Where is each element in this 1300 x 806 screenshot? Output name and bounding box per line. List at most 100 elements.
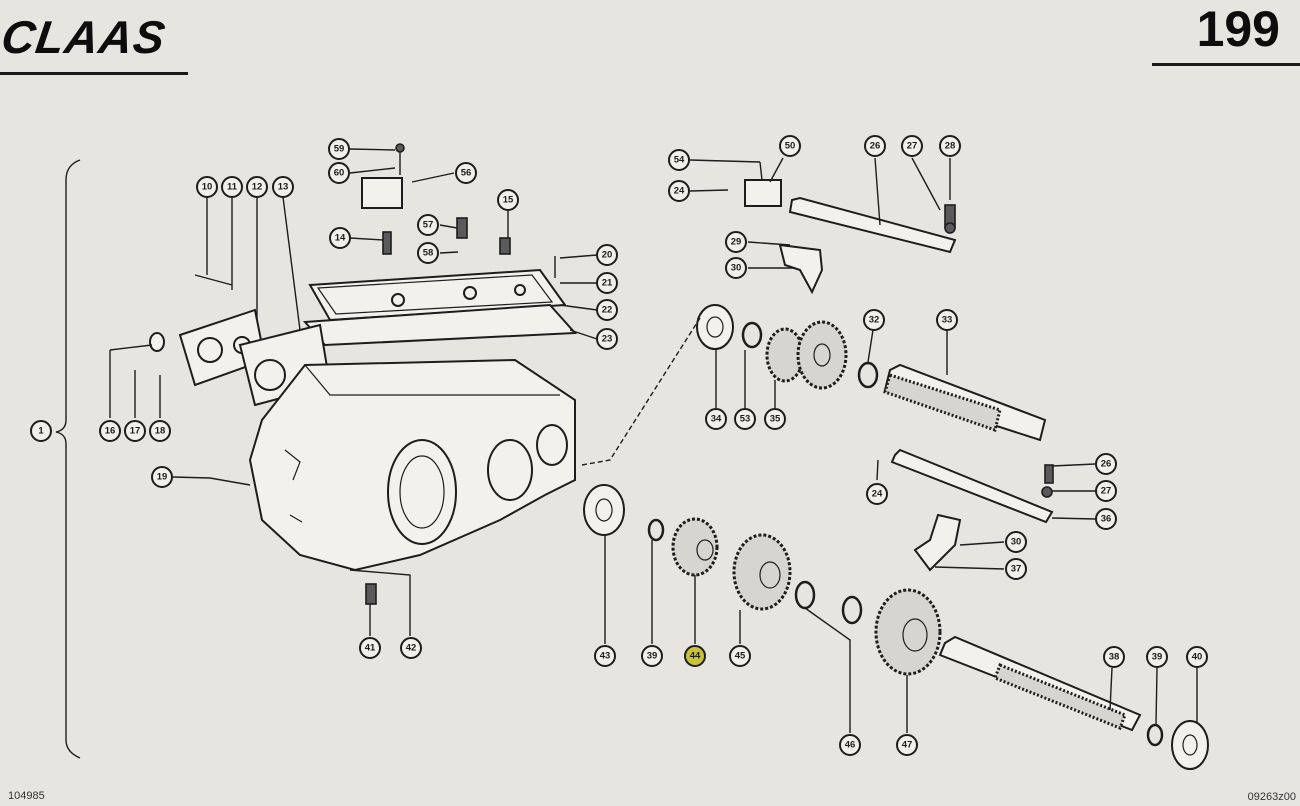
svg-text:42: 42 [406, 643, 417, 654]
callout-37: 37 [1005, 558, 1027, 580]
callout-44-highlighted: 44 [684, 645, 706, 667]
callout-26-top: 26 [864, 135, 886, 157]
callout-40: 40 [1186, 646, 1208, 668]
callout-50: 50 [779, 135, 801, 157]
callout-11: 11 [221, 176, 243, 198]
svg-text:43: 43 [600, 651, 611, 662]
svg-text:28: 28 [945, 141, 956, 152]
svg-text:32: 32 [869, 315, 880, 326]
callout-13: 13 [272, 176, 294, 198]
leader-lines [109, 148, 1198, 733]
callout-59: 59 [328, 138, 350, 160]
svg-text:15: 15 [503, 195, 514, 206]
callout-53: 53 [734, 408, 756, 430]
callout-14: 14 [329, 227, 351, 249]
callout-36: 36 [1095, 508, 1117, 530]
svg-text:38: 38 [1109, 652, 1120, 663]
svg-text:10: 10 [202, 182, 213, 193]
svg-text:19: 19 [157, 472, 168, 483]
callout-27-top: 27 [901, 135, 923, 157]
callout-30-top: 30 [725, 257, 747, 279]
callout-58: 58 [417, 242, 439, 264]
callout-22: 22 [596, 299, 618, 321]
callout-57: 57 [417, 214, 439, 236]
rings [647, 321, 1164, 747]
svg-text:11: 11 [227, 182, 238, 193]
svg-text:22: 22 [602, 305, 613, 316]
svg-text:39: 39 [647, 651, 658, 662]
page-number-underline [1152, 63, 1300, 66]
callout-10: 10 [196, 176, 218, 198]
callout-43: 43 [594, 645, 616, 667]
svg-text:13: 13 [278, 182, 289, 193]
callout-27-mid: 27 [1095, 480, 1117, 502]
svg-text:17: 17 [130, 426, 141, 437]
svg-text:57: 57 [423, 220, 434, 231]
callout-41: 41 [359, 637, 381, 659]
drawing-reference-left: 104985 [8, 790, 45, 802]
callout-34: 34 [705, 408, 727, 430]
callout-labels: 1 10 11 12 13 14 15 16 17 18 19 20 21 22… [30, 135, 1208, 756]
callout-19: 19 [151, 466, 173, 488]
svg-text:39: 39 [1152, 652, 1163, 663]
top-small-parts [361, 143, 556, 278]
callout-21: 21 [596, 272, 618, 294]
svg-text:35: 35 [770, 414, 781, 425]
svg-text:45: 45 [735, 651, 746, 662]
svg-text:27: 27 [907, 141, 918, 152]
callout-56: 56 [455, 162, 477, 184]
shafts [788, 196, 1142, 732]
drawing-reference-right: 09263z00 [1247, 791, 1296, 803]
callout-46: 46 [839, 734, 861, 756]
svg-text:46: 46 [845, 740, 856, 751]
svg-text:36: 36 [1101, 514, 1112, 525]
bearings [583, 304, 1209, 770]
svg-text:24: 24 [872, 489, 883, 500]
svg-text:24: 24 [674, 186, 685, 197]
svg-text:44: 44 [690, 651, 701, 662]
callout-20: 20 [596, 244, 618, 266]
svg-text:53: 53 [740, 414, 751, 425]
callout-32: 32 [863, 309, 885, 331]
callout-45: 45 [729, 645, 751, 667]
svg-text:58: 58 [423, 248, 434, 259]
callout-35: 35 [764, 408, 786, 430]
svg-text:41: 41 [365, 643, 376, 654]
callout-33: 33 [936, 309, 958, 331]
svg-text:30: 30 [1011, 537, 1022, 548]
callout-42: 42 [400, 637, 422, 659]
svg-text:47: 47 [902, 740, 913, 751]
svg-text:18: 18 [155, 426, 166, 437]
svg-text:50: 50 [785, 141, 796, 152]
svg-text:59: 59 [334, 144, 345, 155]
callout-24-top: 24 [668, 180, 690, 202]
callout-38: 38 [1103, 646, 1125, 668]
callout-24-mid: 24 [866, 483, 888, 505]
svg-text:56: 56 [461, 168, 472, 179]
callout-29: 29 [725, 231, 747, 253]
svg-text:29: 29 [731, 237, 742, 248]
svg-text:26: 26 [1101, 459, 1112, 470]
callout-30-mid: 30 [1005, 531, 1027, 553]
page-number: 199 [1196, 1, 1280, 57]
svg-text:60: 60 [334, 168, 345, 179]
callout-54: 54 [668, 149, 690, 171]
callout-60: 60 [328, 162, 350, 184]
callout-23: 23 [596, 328, 618, 350]
gears [671, 320, 942, 676]
svg-text:40: 40 [1192, 652, 1203, 663]
callout-18: 18 [149, 420, 171, 442]
svg-text:1: 1 [38, 426, 44, 437]
callout-47: 47 [896, 734, 918, 756]
svg-text:21: 21 [602, 278, 613, 289]
callout-12: 12 [246, 176, 268, 198]
callout-39-right: 39 [1146, 646, 1168, 668]
svg-text:37: 37 [1011, 564, 1022, 575]
gearbox-housing [248, 358, 576, 572]
callout-17: 17 [124, 420, 146, 442]
svg-text:54: 54 [674, 155, 685, 166]
callout-15: 15 [497, 189, 519, 211]
svg-text:20: 20 [602, 250, 613, 261]
